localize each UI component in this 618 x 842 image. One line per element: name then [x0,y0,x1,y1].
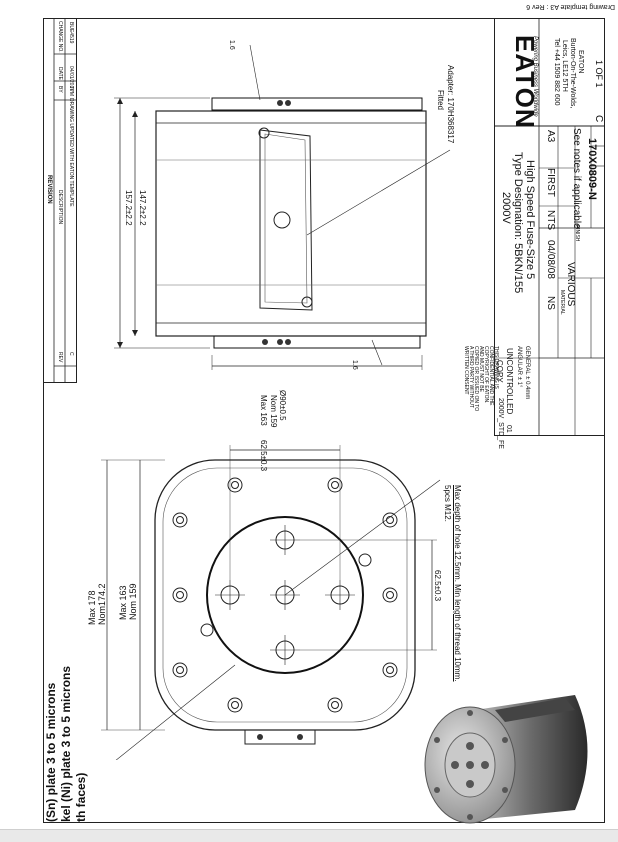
drawn-by: NS [545,296,556,310]
revision-col-rev: REV [57,352,63,363]
front-nom-width: Nom174.2 [97,583,107,625]
template-label: Drawing template A3 : Rev 6 [526,3,615,10]
uncontrolled-line1: UNCONTROLLED [505,348,514,415]
part-number: 170X0809-N [586,138,598,200]
title-line3: 2000V [500,192,512,224]
title-line2: Type Designation: 5BKN/155 [512,152,524,294]
side-dim-overall: 157.2±2.2 [124,190,133,226]
title-line1: High Speed Fuse-Size 5 [524,160,536,280]
side-dim-body: 147.2±2.2 [138,190,147,226]
sheet-number: 1 OF 1 [594,60,604,88]
side-dim-diameter: Ø90±0.5 [278,390,287,421]
tolerance-general: GENERAL ± 0.4mm [524,346,530,400]
fuse-3d-render [424,695,588,824]
front-nom-height: Nom 159 [128,583,138,620]
scale: NTS [545,210,556,230]
note-line1: (Sn) plate 3 to 5 microns [44,682,58,822]
note-line2: kel (Ni) plate 3 to 5 microns [59,665,73,822]
revision-row-description: DRAWING UPDATED WITH EATON TEMPLATE [68,98,74,207]
address-line1: Burton-On-The-Wolds, [569,38,576,109]
front-max-height: Max 163 [118,585,128,620]
front-view-drawing [101,445,441,760]
revision-col-change-no: CHANGE NO. [57,21,63,53]
front-dim-hole-spacing-right: 62.5±0.3 [433,570,442,602]
viewer-bottom-bar [0,829,618,842]
revision-row-change-no: BUE4519 [68,22,74,44]
side-dim-thickness: 1.6 [351,360,358,370]
model-number: 01 [505,425,512,433]
hole-note-line2: Max depth of hole 12.5mm. Min length of … [453,485,462,682]
adapter-label-line2: Fitted [436,90,445,111]
company-name: EATON [577,50,584,74]
side-view-drawing [114,44,451,370]
side-nom-length: Nom 159 [269,395,278,428]
finish-value: See notes if applicable [571,128,582,229]
eaton-tagline: Powering Business Worldwide [532,36,538,117]
front-max-width: Max 178 [87,590,97,625]
front-dim-hole-spacing-top: 62.5±0.3 [259,440,268,472]
address-line3: Tel +44 1509 882 600 [553,38,560,106]
revision-col-date: DATE [57,67,63,80]
title-block-frame [494,18,605,436]
adapter-label-line1: Adapter: 170H368317 [446,65,455,144]
material-value: VARIOUS [565,262,576,307]
revision-col-by: BY [57,86,63,93]
hole-note-line1: 5pcs M12. [443,485,452,522]
std-label: 2000V_STD_FE [497,398,504,449]
side-max-length: Max 163 [259,395,268,426]
revision-table-frame [43,18,77,383]
revision-row-date: 04/01/2017 [68,66,74,92]
drawing-date: 04/08/08 [545,240,556,279]
revision-col-description: DESCRIPTION [57,190,63,225]
tolerance-angular: ANGULAR ± 1° [516,346,522,388]
revision-row-rev: C [68,352,74,356]
address-line2: Leics, LE12 5TH [561,40,568,92]
side-dim-thickness-top: 1.6 [228,40,235,50]
sheet-size: A3 [545,130,556,143]
note-line3: th faces) [74,772,88,822]
confidential-line7: WRITTEN CONSENT [463,346,469,395]
revision-letter: C [593,115,604,123]
revision-header: REVISION [46,175,52,204]
first-angle: FIRST [545,168,556,197]
